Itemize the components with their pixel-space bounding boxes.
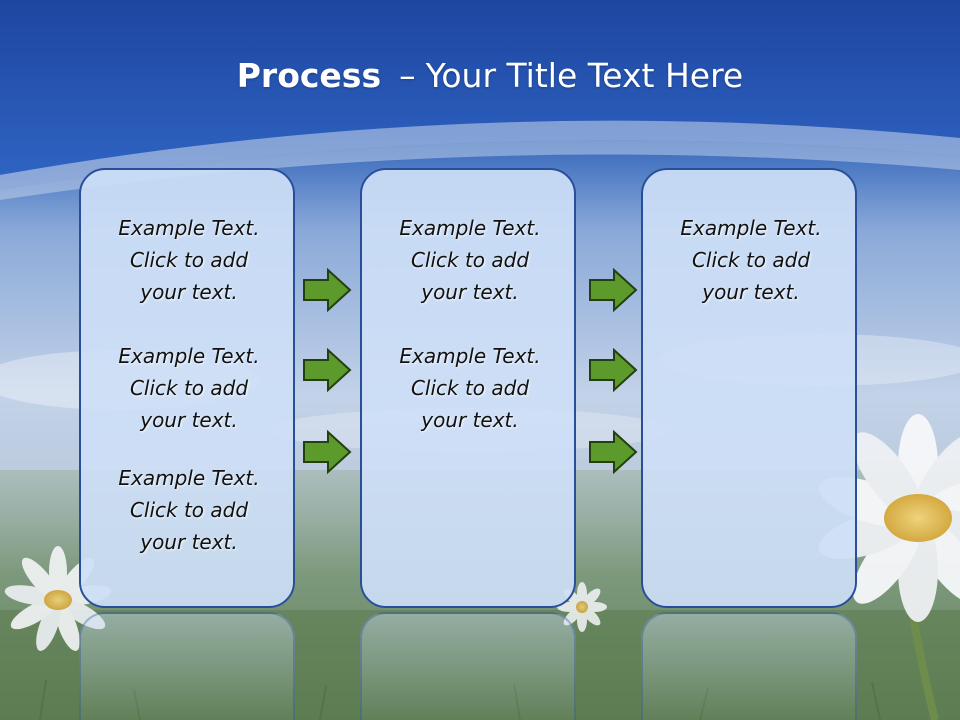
text-line: your text. [421, 280, 519, 304]
arrow-right-icon[interactable] [302, 430, 352, 474]
text-placeholder[interactable]: Example Text. Click to add your text. [81, 340, 297, 436]
text-placeholder[interactable]: Example Text. Click to add your text. [81, 462, 297, 558]
arrow-right-icon[interactable] [588, 430, 638, 474]
text-line: your text. [421, 408, 519, 432]
slide-title[interactable]: Process–Your Title Text Here [0, 54, 960, 98]
text-line: Example Text. [118, 216, 260, 240]
text-line: Example Text. [118, 344, 260, 368]
text-line: Example Text. [399, 216, 541, 240]
title-bold: Process [236, 56, 382, 95]
box-reflection [360, 612, 576, 720]
text-line: your text. [140, 530, 238, 554]
arrow-right-icon[interactable] [588, 348, 638, 392]
process-box-1[interactable]: Example Text. Click to add your text. Ex… [79, 168, 295, 608]
text-line: your text. [140, 280, 238, 304]
text-line: Click to add [129, 376, 249, 400]
text-line: Click to add [410, 376, 530, 400]
process-box-2[interactable]: Example Text. Click to add your text. Ex… [360, 168, 576, 608]
process-box-3[interactable]: Example Text. Click to add your text. [641, 168, 857, 608]
text-line: Example Text. [399, 344, 541, 368]
box-reflection [79, 612, 295, 720]
text-placeholder[interactable]: Example Text. Click to add your text. [81, 212, 297, 308]
arrow-right-icon[interactable] [302, 268, 352, 312]
text-line: your text. [140, 408, 238, 432]
text-line: your text. [702, 280, 800, 304]
text-placeholder[interactable]: Example Text. Click to add your text. [362, 212, 578, 308]
arrow-right-icon[interactable] [302, 348, 352, 392]
box-reflection [641, 612, 857, 720]
text-line: Example Text. [118, 466, 260, 490]
text-placeholder[interactable]: Example Text. Click to add your text. [643, 212, 859, 308]
text-line: Click to add [691, 248, 811, 272]
text-placeholder[interactable]: Example Text. Click to add your text. [362, 340, 578, 436]
arrow-right-icon[interactable] [588, 268, 638, 312]
title-rest: Your Title Text Here [425, 56, 744, 95]
title-separator: – [399, 56, 416, 95]
text-line: Example Text. [680, 216, 822, 240]
text-line: Click to add [129, 248, 249, 272]
text-line: Click to add [410, 248, 530, 272]
text-line: Click to add [129, 498, 249, 522]
